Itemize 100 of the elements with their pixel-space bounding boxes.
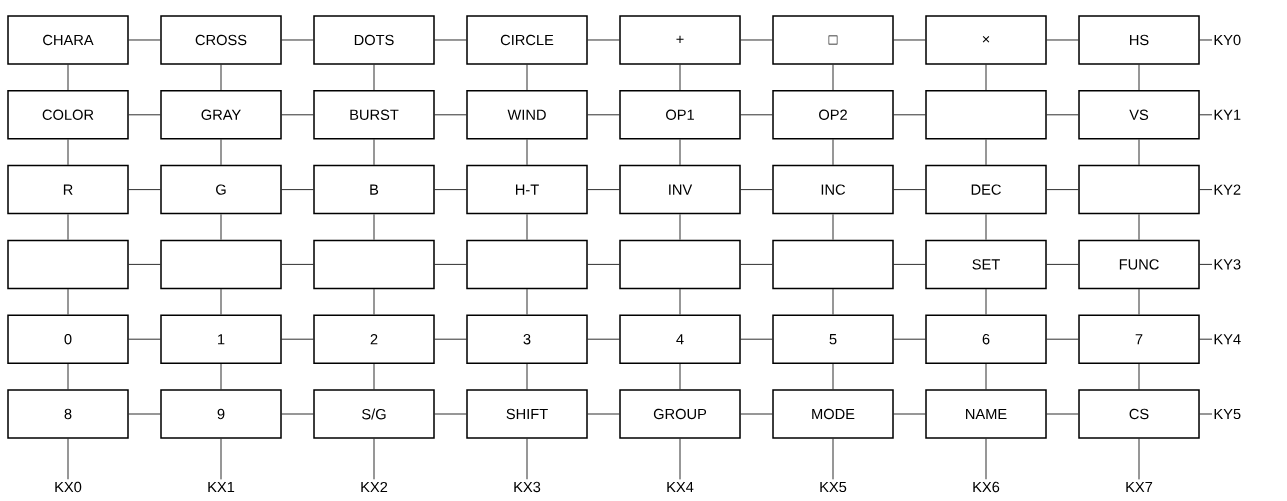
connector-line <box>832 139 834 166</box>
connector-line <box>587 114 620 116</box>
column-label: KX5 <box>820 481 847 493</box>
key-box: R <box>7 164 129 215</box>
key-box: HS <box>1078 15 1200 65</box>
connector-line <box>373 288 375 315</box>
key-box: 2 <box>313 314 435 364</box>
connector-line <box>740 189 773 190</box>
column-label: KX0 <box>55 481 82 493</box>
row-label: KY3 <box>1214 259 1241 270</box>
connector-line <box>740 114 773 116</box>
connector-line <box>740 338 773 340</box>
key-box: DEC <box>925 164 1047 215</box>
connector-line <box>220 438 222 480</box>
connector-line <box>1199 413 1213 415</box>
connector-line <box>220 363 222 390</box>
connector-line <box>220 288 222 315</box>
key-box: INC <box>772 164 894 215</box>
connector-line <box>128 413 161 415</box>
connector-line <box>281 114 314 116</box>
key-box: 5 <box>772 314 894 364</box>
connector-line <box>832 64 834 91</box>
connector-line <box>128 264 161 265</box>
connector-line <box>281 189 314 190</box>
key-box: 4 <box>619 314 741 364</box>
connector-line <box>740 413 773 415</box>
key-box: H-T <box>466 164 588 215</box>
connector-line <box>281 413 314 415</box>
key-box: OP2 <box>772 90 894 140</box>
connector-line <box>67 438 69 480</box>
connector-line <box>526 363 528 390</box>
connector-line <box>587 338 620 340</box>
connector-line <box>1199 39 1213 41</box>
column-label: KX4 <box>667 481 694 493</box>
connector-line <box>1046 39 1079 41</box>
connector-line <box>985 288 987 315</box>
connector-line <box>985 363 987 390</box>
connector-line <box>587 413 620 415</box>
key-box: MODE <box>772 389 894 439</box>
column-label: KX6 <box>973 481 1000 493</box>
connector-line <box>1138 139 1140 166</box>
connector-line <box>740 264 773 265</box>
connector-line <box>67 288 69 315</box>
column-label: KX3 <box>514 481 541 493</box>
connector-line <box>740 39 773 41</box>
connector-line <box>281 338 314 340</box>
connector-line <box>220 213 222 241</box>
connector-line <box>373 139 375 166</box>
key-box: CIRCLE <box>466 15 588 65</box>
connector-line <box>1046 338 1079 340</box>
connector-line <box>587 39 620 41</box>
connector-line <box>893 413 926 415</box>
connector-line <box>679 139 681 166</box>
key-box: SHIFT <box>466 389 588 439</box>
key-box: × <box>925 15 1047 65</box>
connector-line <box>1138 363 1140 390</box>
connector-line <box>373 64 375 91</box>
key-box: WIND <box>466 90 588 140</box>
connector-line <box>220 139 222 166</box>
row-label: KY1 <box>1214 109 1241 120</box>
connector-line <box>679 213 681 241</box>
key-box: CHARA <box>7 15 129 65</box>
connector-line <box>679 363 681 390</box>
connector-line <box>128 39 161 41</box>
connector-line <box>1138 288 1140 315</box>
empty-key-box <box>160 239 282 290</box>
row-label: KY2 <box>1214 184 1241 195</box>
key-box: CROSS <box>160 15 282 65</box>
connector-line <box>893 338 926 340</box>
connector-line <box>434 39 467 41</box>
key-box: GRAY <box>160 90 282 140</box>
connector-line <box>526 64 528 91</box>
connector-line <box>434 114 467 116</box>
empty-key-box <box>619 239 741 290</box>
key-box: + <box>619 15 741 65</box>
empty-key-box <box>313 239 435 290</box>
connector-line <box>1199 264 1213 265</box>
connector-line <box>1199 338 1213 340</box>
row-label: KY0 <box>1214 34 1241 46</box>
connector-line <box>587 264 620 265</box>
connector-line <box>832 438 834 480</box>
empty-key-box <box>466 239 588 290</box>
connector-line <box>434 338 467 340</box>
key-box: 6 <box>925 314 1047 364</box>
connector-line <box>373 213 375 241</box>
connector-line <box>1138 64 1140 91</box>
key-box: FUNC <box>1078 239 1200 290</box>
key-box: SET <box>925 239 1047 290</box>
connector-line <box>1199 114 1213 116</box>
connector-line <box>373 363 375 390</box>
empty-key-box <box>772 239 894 290</box>
connector-line <box>434 413 467 415</box>
connector-line <box>832 363 834 390</box>
connector-line <box>281 264 314 265</box>
connector-line <box>67 213 69 241</box>
connector-line <box>220 64 222 91</box>
connector-line <box>526 288 528 315</box>
connector-line <box>373 438 375 480</box>
column-label: KX1 <box>208 481 235 493</box>
key-box: 3 <box>466 314 588 364</box>
